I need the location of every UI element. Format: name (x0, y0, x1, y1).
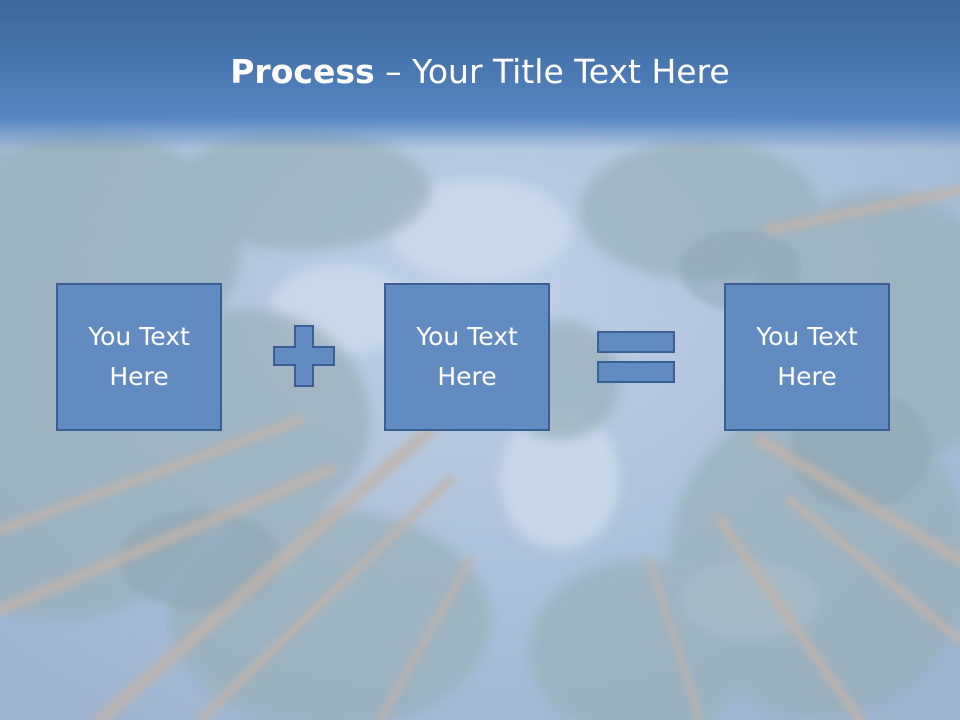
title-rest: – Your Title Text Here (374, 52, 730, 91)
process-box-1-line1: You Text (88, 322, 190, 351)
slide-title: Process – Your Title Text Here (0, 52, 960, 91)
process-box-1-line2: Here (109, 362, 169, 391)
process-box-2-line1: You Text (416, 322, 518, 351)
process-box-3-line1: You Text (756, 322, 858, 351)
plus-icon (273, 325, 335, 387)
process-box-3-line2: Here (777, 362, 837, 391)
title-bar (0, 0, 960, 150)
title-bold: Process (230, 52, 375, 91)
equals-icon (597, 331, 675, 383)
process-box-2-line2: Here (437, 362, 497, 391)
